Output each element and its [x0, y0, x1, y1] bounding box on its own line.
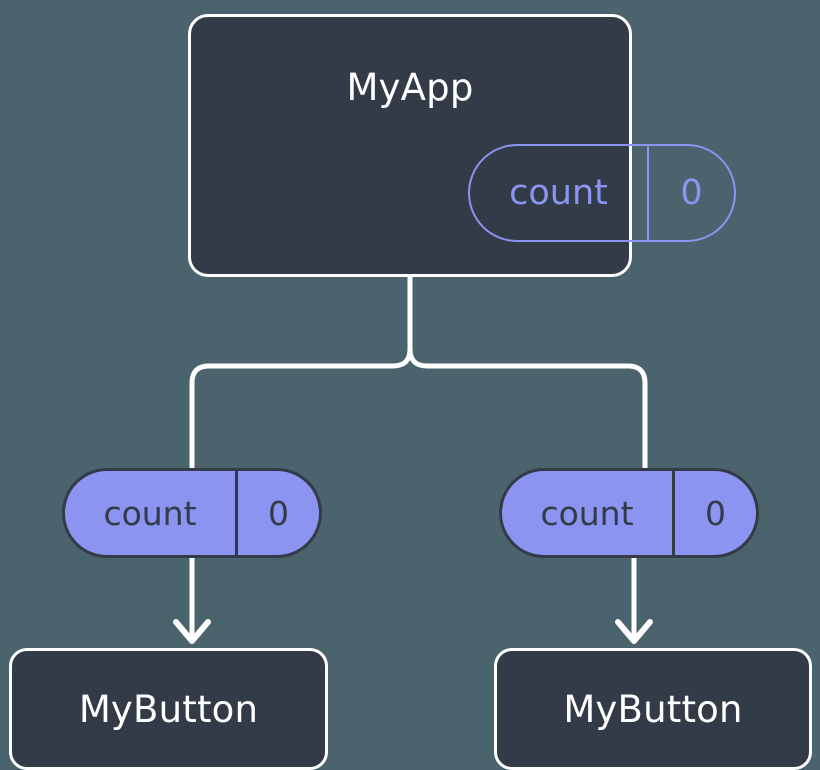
- state-pill-myapp-value: 0: [647, 146, 734, 240]
- node-myapp[interactable]: MyApp count 0: [188, 14, 736, 277]
- prop-pill-left-value: 0: [235, 471, 319, 555]
- edge-myapp-to-branch-right: [407, 346, 648, 471]
- node-mybutton-left[interactable]: MyButton: [9, 648, 328, 770]
- node-mybutton-right[interactable]: MyButton: [494, 648, 812, 770]
- node-myapp-label: MyApp: [346, 66, 474, 109]
- prop-pill-left-key: count: [103, 493, 197, 533]
- node-mybutton-right-label: MyButton: [563, 687, 743, 731]
- prop-pill-right-value: 0: [672, 471, 756, 555]
- arrowhead-left-icon: [173, 619, 211, 644]
- arrowhead-right-icon: [615, 619, 653, 644]
- state-pill-myapp-key: count: [509, 172, 608, 213]
- node-mybutton-left-label: MyButton: [78, 687, 259, 731]
- prop-pill-left-count[interactable]: count 0: [62, 468, 322, 558]
- state-pill-myapp-count[interactable]: count 0: [468, 144, 736, 242]
- prop-pill-right-count[interactable]: count 0: [499, 468, 759, 558]
- edge-myapp-to-branches: [189, 274, 413, 471]
- prop-pill-right-key: count: [540, 493, 634, 533]
